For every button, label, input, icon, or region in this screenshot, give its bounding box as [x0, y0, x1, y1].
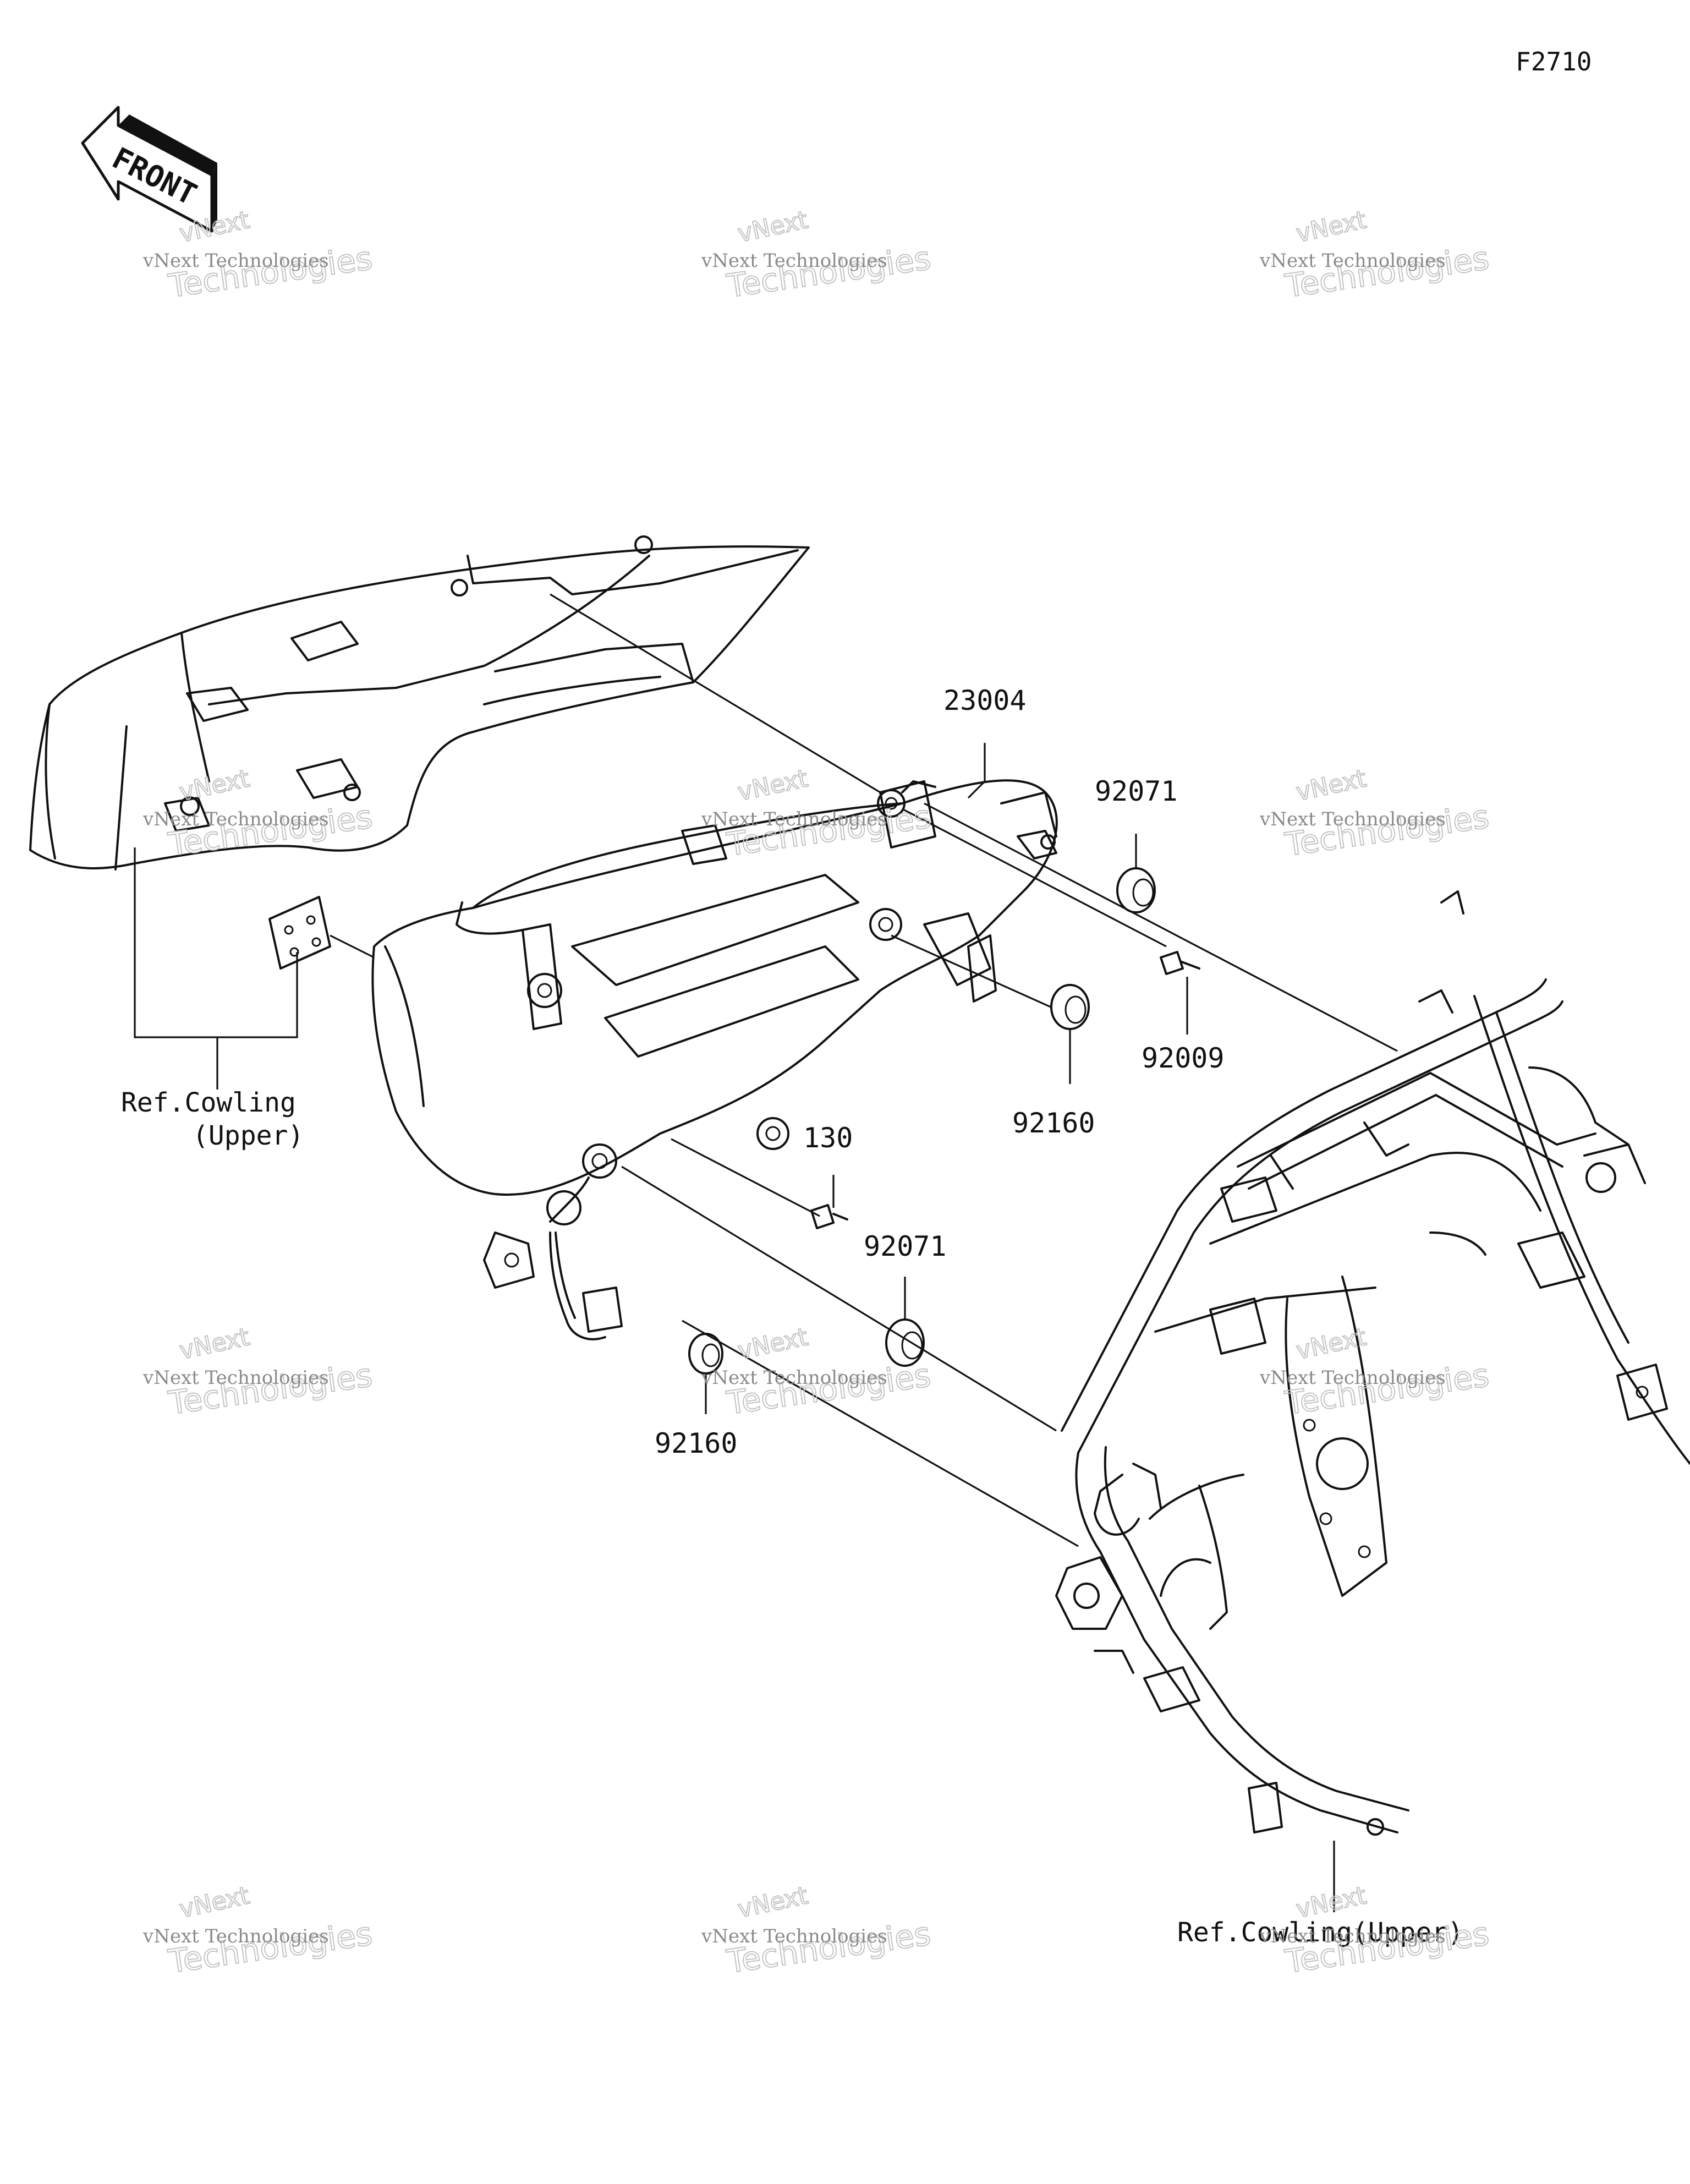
watermark-line-text: vNext Technologies	[142, 808, 329, 830]
watermark-small-text: vNext	[736, 206, 810, 248]
watermark-line-text: vNext Technologies	[1259, 250, 1446, 272]
watermark-big-text: Technologies	[166, 1915, 374, 1980]
watermark-small-text: vNext	[177, 1881, 252, 1924]
watermark-small-text: vNext	[736, 1881, 810, 1924]
upper-cowling	[29, 535, 810, 871]
watermark-line-text: vNext Technologies	[142, 250, 329, 272]
watermark-small-text: vNext	[736, 1323, 810, 1365]
part-label-92071-lower: 92071	[864, 1230, 947, 1262]
watermark-line-text: vNext Technologies	[142, 1925, 329, 1947]
watermark-line-text: vNext Technologies	[1259, 1367, 1446, 1389]
part-label-92160-lower: 92160	[655, 1427, 738, 1459]
watermark-small-text: vNext	[736, 764, 810, 807]
ref-cowling-left-line2: (Upper)	[193, 1120, 304, 1151]
watermark-small-text: vNext	[177, 764, 252, 807]
watermark-line-text: vNext Technologies	[1259, 808, 1446, 830]
headlight-assembly	[371, 779, 1058, 1340]
watermark-small-text: vNext	[1294, 764, 1369, 807]
watermark-small-text: vNext	[177, 1323, 252, 1365]
watermark-big-text: Technologies	[166, 798, 374, 863]
cowling-rubber-pad	[268, 896, 375, 970]
part-label-23004: 23004	[943, 685, 1027, 716]
part-label-leaders	[705, 743, 1188, 1414]
watermark-line-text: vNext Technologies	[701, 1367, 887, 1389]
watermark-big-text: Technologies	[724, 1356, 932, 1422]
watermark-line-text: vNext Technologies	[701, 808, 887, 830]
ref-cowling-bottom: Ref.Cowling(Upper)	[1177, 1917, 1463, 1948]
screw-92009	[1160, 951, 1200, 975]
part-label-92009: 92009	[1142, 1042, 1225, 1074]
watermark-big-text: Technologies	[166, 1356, 374, 1422]
watermark-big-text: Technologies	[724, 798, 932, 863]
watermark-small-text: vNext	[1294, 206, 1369, 248]
headlight-frame	[1055, 890, 1690, 1836]
bolt-130	[810, 1204, 848, 1229]
watermark-big-text: Technologies	[724, 1915, 932, 1980]
part-label-92071-upper: 92071	[1095, 775, 1178, 807]
watermark-big-text: Technologies	[724, 239, 932, 305]
diagram-code: F2710	[1516, 47, 1592, 76]
watermark-small-text: vNext	[177, 206, 252, 248]
watermark-line-text: vNext Technologies	[142, 1367, 329, 1389]
watermark-big-text: Technologies	[1282, 239, 1491, 305]
ref-cowling-left-line1: Ref.Cowling	[121, 1087, 296, 1118]
watermark-line-text: vNext Technologies	[1259, 1925, 1446, 1947]
front-arrow-icon: FRONT	[81, 106, 217, 233]
assembly-leader-lines	[550, 593, 1398, 1547]
watermark-small-text: vNext	[1294, 1323, 1369, 1365]
grommet-92160-upper	[1050, 984, 1090, 1030]
ref-bracket-left	[134, 847, 298, 1038]
watermark-big-text: Technologies	[1282, 1356, 1491, 1422]
watermark-line-text: vNext Technologies	[701, 1925, 887, 1947]
grommet-92071-upper	[1116, 867, 1156, 913]
watermark-big-text: Technologies	[166, 239, 374, 305]
part-label-130: 130	[803, 1122, 853, 1154]
watermark-line-text: vNext Technologies	[701, 250, 887, 272]
watermark-big-text: Technologies	[1282, 798, 1491, 863]
part-label-92160-upper: 92160	[1012, 1107, 1095, 1139]
